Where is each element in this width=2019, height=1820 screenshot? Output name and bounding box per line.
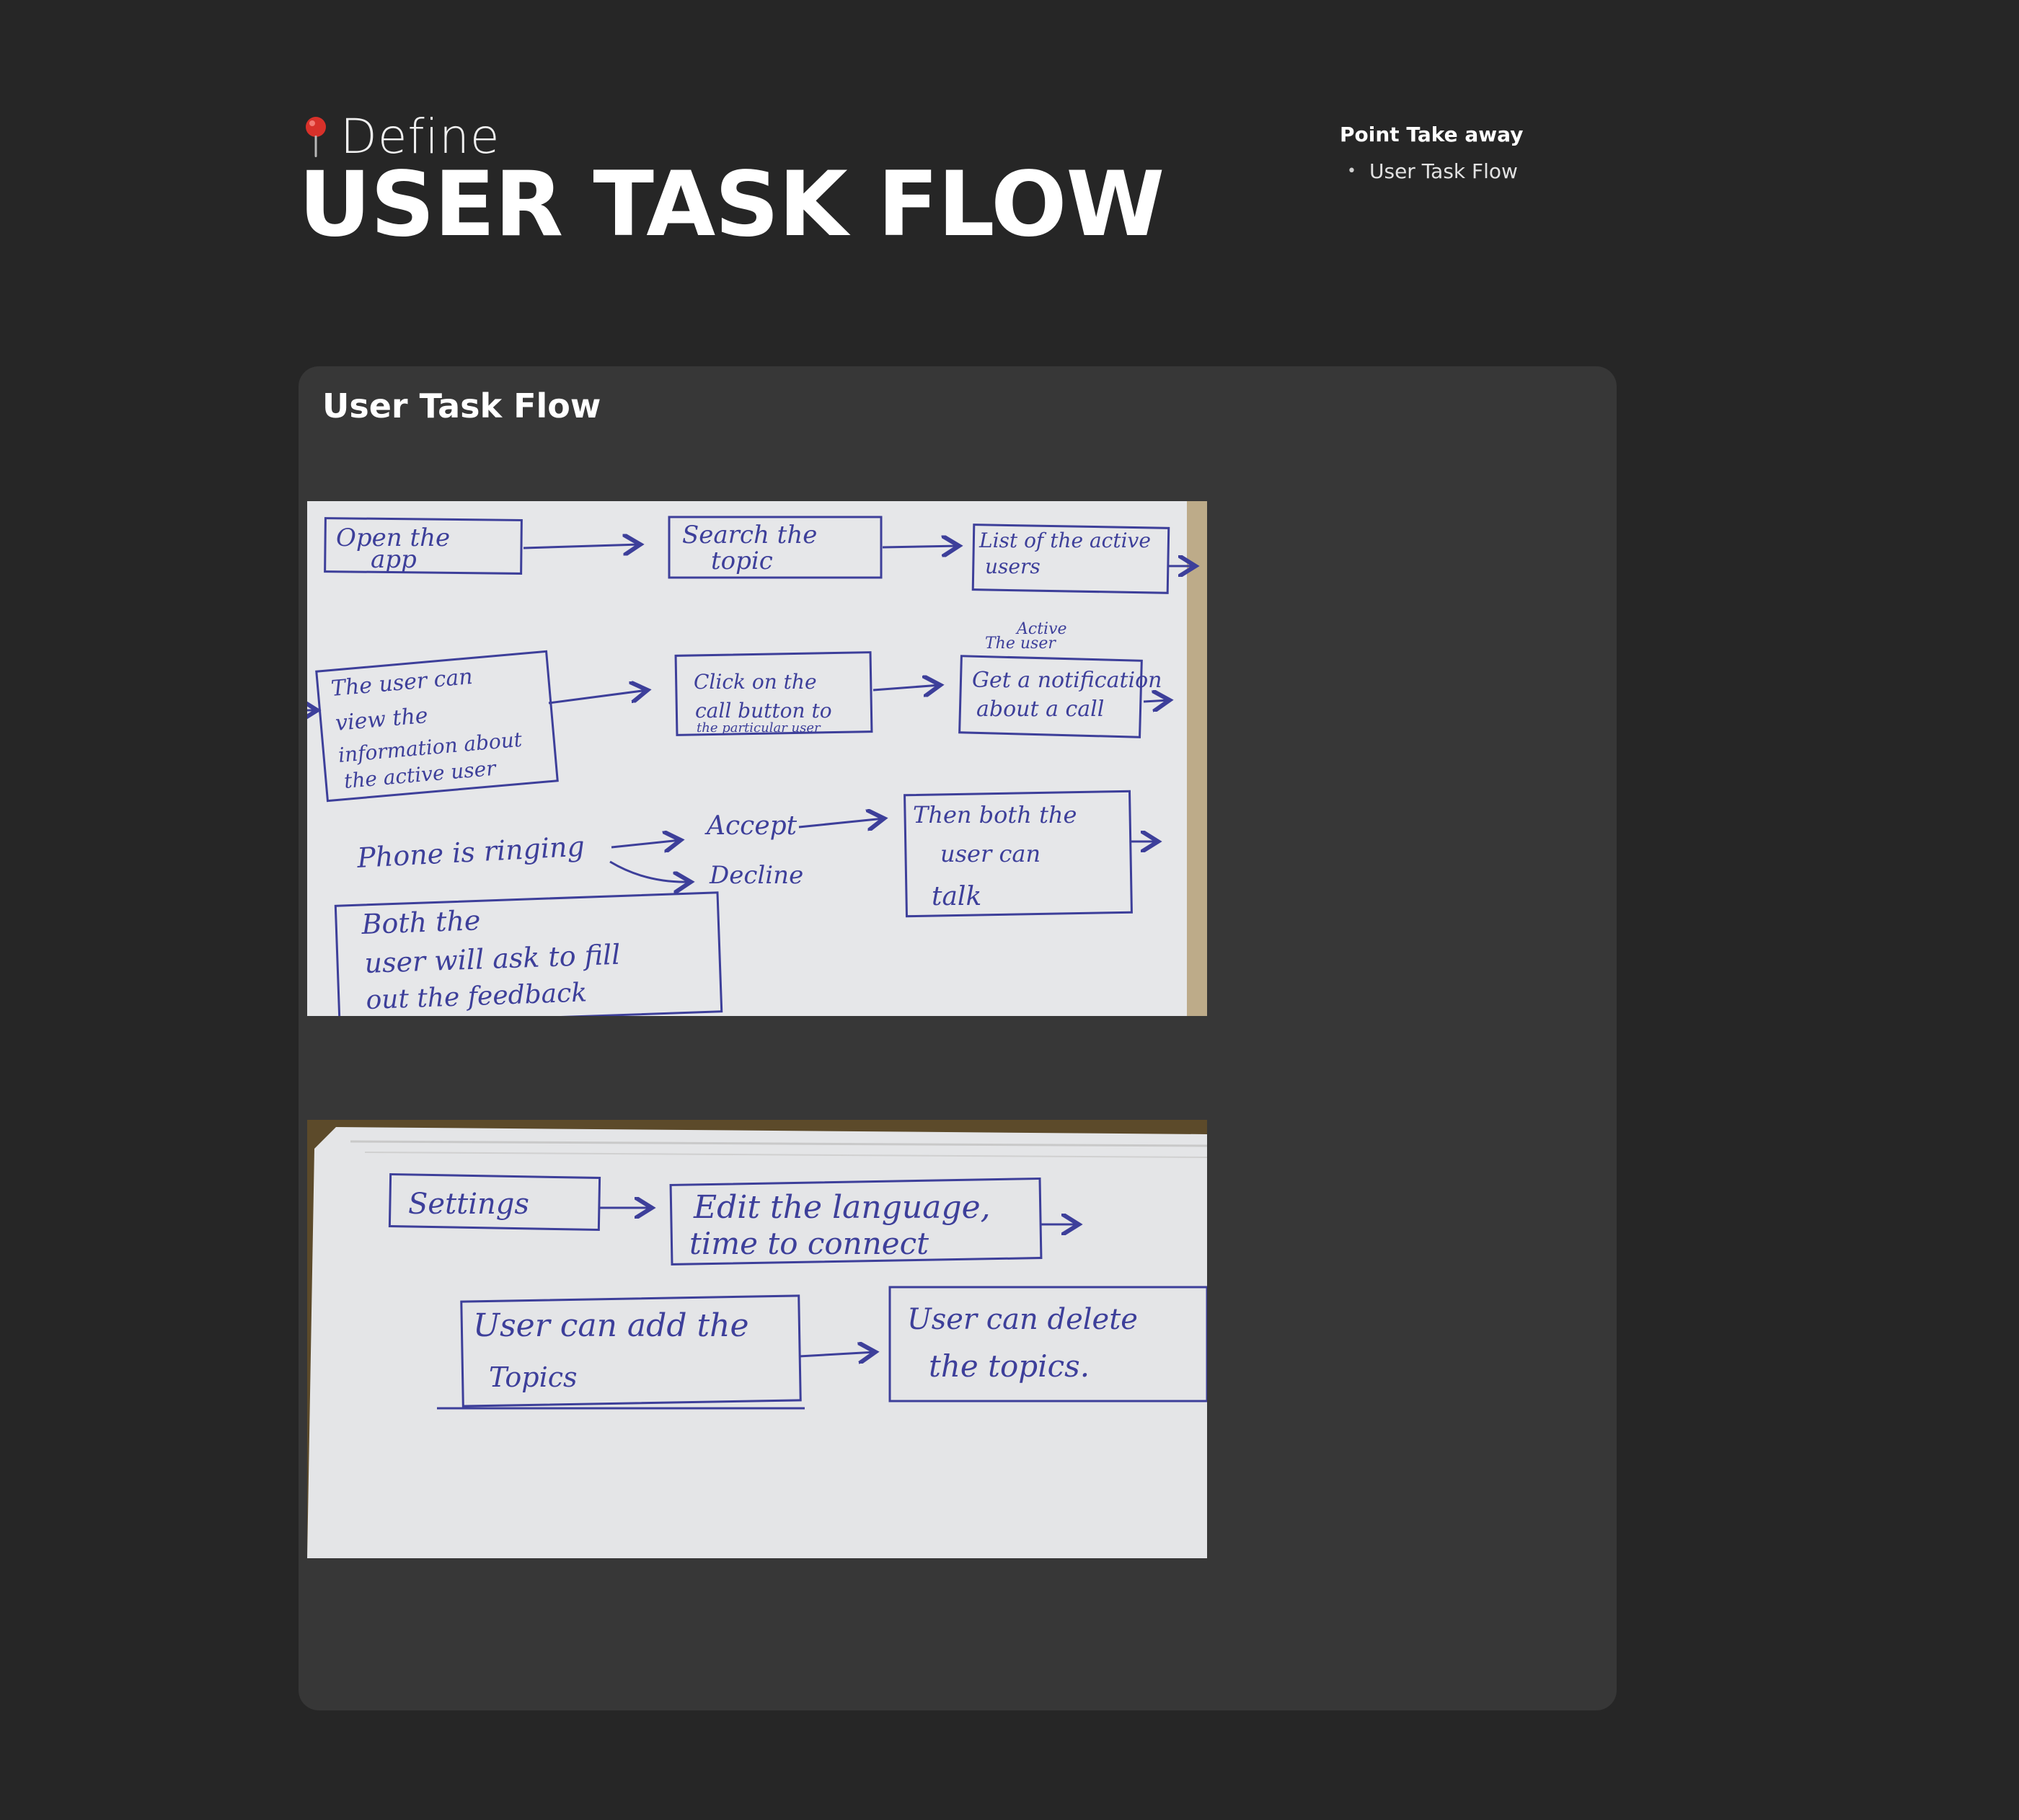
sketch-text: Decline (709, 861, 803, 890)
sketch-text: Active (1015, 620, 1067, 638)
page-header: Define USER TASK FLOW (299, 108, 1165, 257)
takeaway-list: • User Task Flow (1340, 159, 1523, 183)
sketch-text: User can add the (473, 1307, 749, 1344)
takeaway-item-label: User Task Flow (1369, 159, 1518, 183)
sketch-text: app (371, 545, 417, 574)
sketch-text: Settings (408, 1188, 529, 1221)
sketch-text: Topics (489, 1361, 578, 1393)
sketch-text: the particular user (697, 720, 821, 735)
sketch-text: Get a notification (972, 668, 1162, 693)
sketch-text: talk (932, 882, 981, 911)
sketch-text: Accept (704, 811, 798, 841)
section-kicker-label: Define (340, 109, 500, 164)
sketch-text: Edit the language, (693, 1189, 991, 1226)
page-title: USER TASK FLOW (299, 153, 1165, 257)
sketch-text: topic (711, 547, 773, 575)
sketch-text: User can delete (907, 1303, 1138, 1336)
sketch-text: users (985, 555, 1041, 578)
section-kicker: Define (299, 108, 1164, 166)
sketch-text: about a call (976, 697, 1104, 722)
sketch-text: Then both the (913, 801, 1077, 829)
sketch-text: user can (940, 840, 1041, 867)
sketch-text: call button to (695, 699, 832, 723)
sketch-text: the topics. (929, 1348, 1090, 1384)
takeaway-item: • User Task Flow (1340, 159, 1523, 183)
sketch-text: The user (985, 635, 1056, 653)
pushpin-icon (306, 117, 326, 157)
card-title: User Task Flow (322, 386, 601, 425)
task-flow-card: User Task Flow (299, 366, 1617, 1710)
bullet-icon: • (1347, 162, 1356, 180)
takeaway-title: Point Take away (1340, 123, 1524, 146)
sketch-text: Both the (361, 904, 481, 940)
task-flow-sketch-photo-1: Open the app Search the topic List of th… (307, 501, 1207, 1016)
sketch-text: Click on the (694, 670, 817, 694)
sketch-text: time to connect (689, 1226, 929, 1261)
sketch-text: Search the (682, 521, 817, 549)
task-flow-sketch-photo-2: Settings Edit the language, time to conn… (307, 1120, 1207, 1558)
takeaway-panel: Point Take away • User Task Flow (1340, 123, 1523, 183)
sketch-text: Open the (336, 524, 450, 552)
sketch-text: List of the active (978, 529, 1151, 552)
